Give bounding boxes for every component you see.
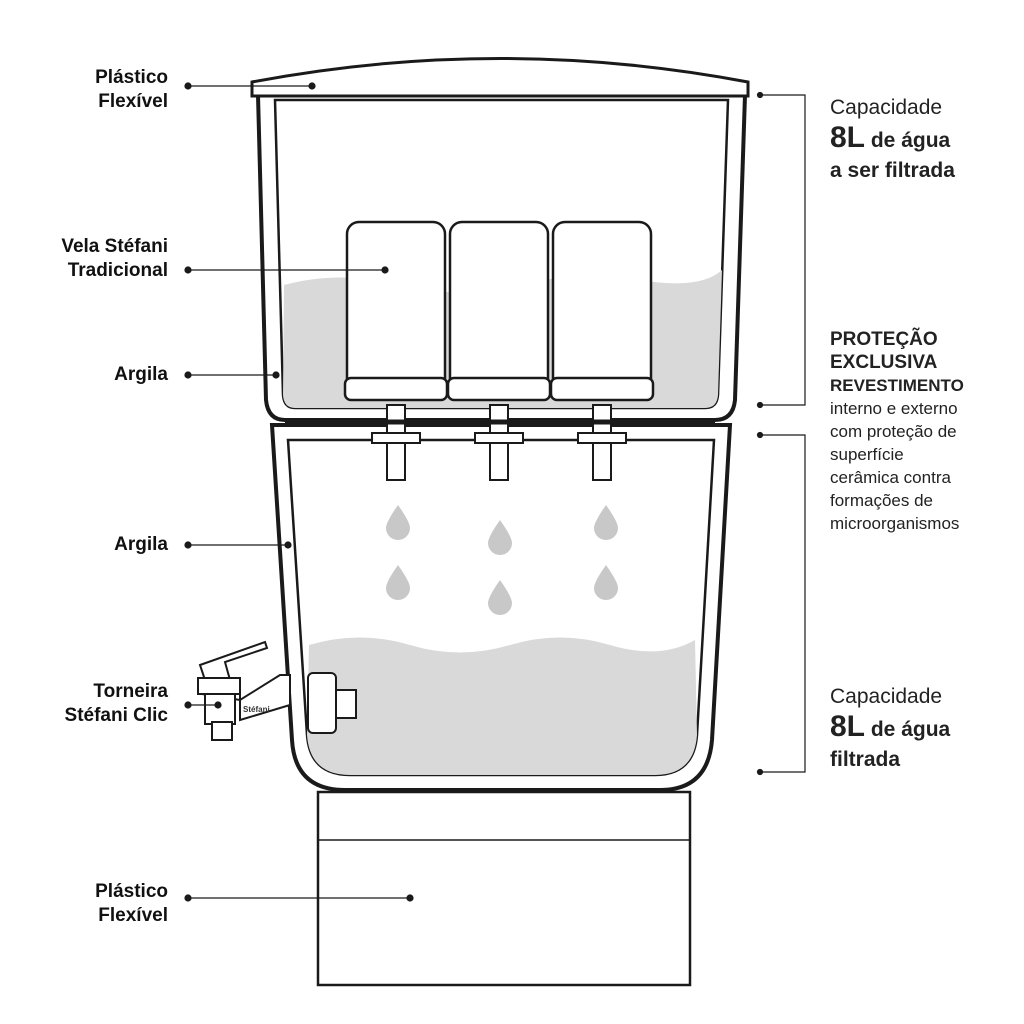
capacity-line: a ser filtrada bbox=[830, 159, 955, 182]
protection-line: microorganismos bbox=[830, 514, 960, 533]
label-line: Stéfani Clic bbox=[64, 705, 168, 726]
protection-line: formações de bbox=[830, 491, 933, 510]
protection-line: interno e externo bbox=[830, 399, 958, 418]
capacity-line: de água bbox=[870, 129, 951, 152]
filter-candles bbox=[343, 220, 655, 402]
capacity-top: Capacidade 8L de água a ser filtrada bbox=[830, 93, 955, 186]
lower-water bbox=[307, 637, 697, 775]
capacity-amount: 8L bbox=[830, 710, 866, 743]
protection-info: PROTEÇÃO EXCLUSIVA REVESTIMENTO interno … bbox=[830, 328, 964, 535]
lid bbox=[250, 57, 750, 98]
capacity-line: de água bbox=[870, 718, 951, 741]
label-line: Tradicional bbox=[67, 260, 168, 281]
faucet bbox=[197, 640, 357, 741]
capacity-amount: 8L bbox=[830, 121, 866, 154]
protection-line: com proteção de bbox=[830, 422, 957, 441]
base bbox=[316, 790, 692, 987]
label-line: Flexível bbox=[98, 91, 168, 112]
label-line: Vela Stéfani bbox=[61, 236, 168, 257]
protection-line: cerâmica contra bbox=[830, 468, 951, 487]
faucet-logo: Stéfani bbox=[243, 705, 270, 714]
protection-subtitle: REVESTIMENTO bbox=[830, 376, 964, 395]
capacity-label: Capacidade bbox=[830, 685, 943, 708]
label-line: Torneira bbox=[93, 681, 168, 702]
label-clay-lower: Argila bbox=[114, 533, 168, 557]
label-line: Plástico bbox=[95, 67, 168, 88]
label-line: Argila bbox=[114, 534, 168, 555]
leader-lines bbox=[184, 82, 806, 902]
capacity-bottom: Capacidade 8L de água filtrada bbox=[830, 682, 950, 775]
capacity-label: Capacidade bbox=[830, 96, 943, 119]
label-line: Flexível bbox=[98, 905, 168, 926]
label-clay-upper: Argila bbox=[114, 363, 168, 387]
capacity-line: filtrada bbox=[830, 748, 901, 771]
label-line: Argila bbox=[114, 364, 168, 385]
label-line: Plástico bbox=[95, 881, 168, 902]
protection-line: superfície bbox=[830, 445, 904, 464]
protection-title: EXCLUSIVA bbox=[830, 352, 938, 373]
water-drops bbox=[386, 505, 618, 615]
protection-title: PROTEÇÃO bbox=[830, 329, 938, 350]
